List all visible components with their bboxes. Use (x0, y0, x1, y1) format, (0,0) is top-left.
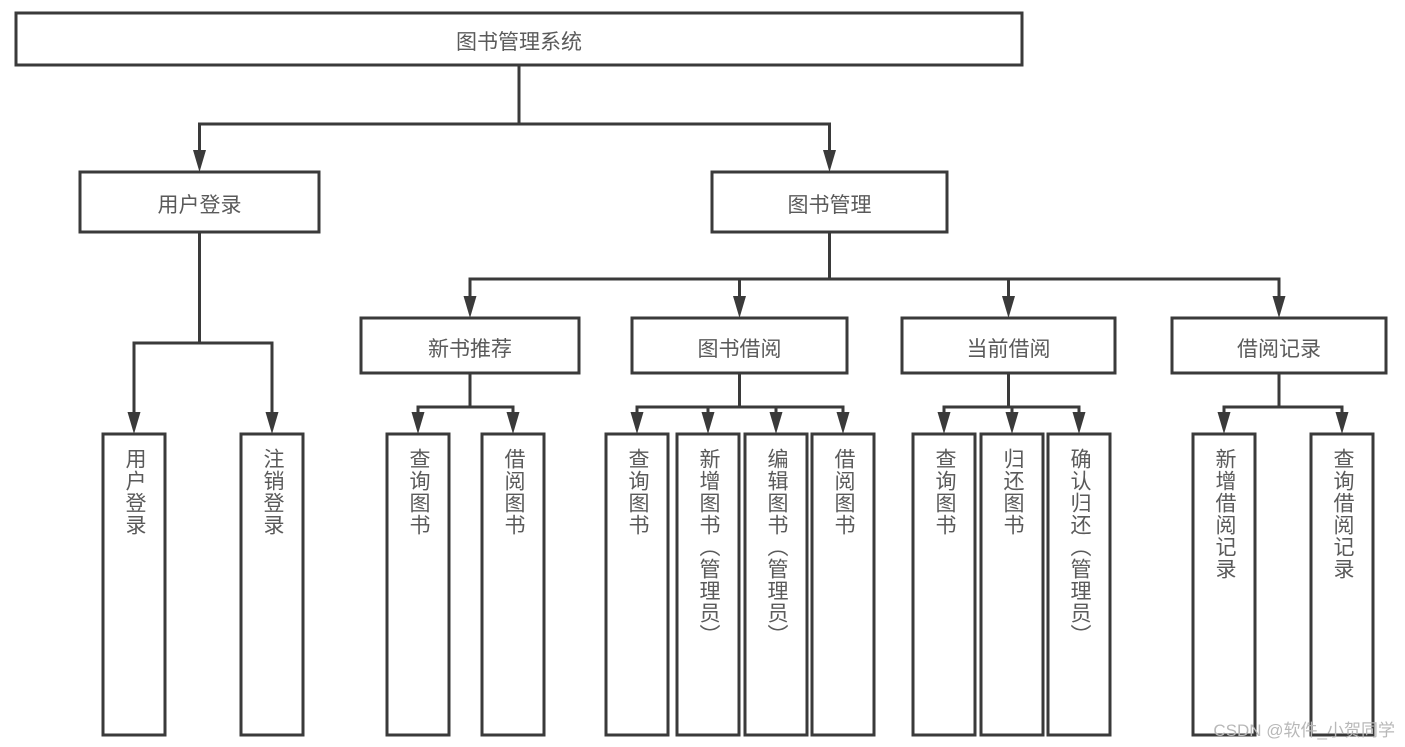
connector-arrow-icon (630, 412, 644, 434)
node-box-leaf-query-record[interactable] (1309, 432, 1375, 737)
connector-arrow-icon (506, 412, 520, 434)
node-box-book-manage[interactable] (710, 170, 949, 234)
connector-arrow-icon (1002, 296, 1015, 318)
connector-arrow-icon (463, 296, 477, 318)
node-box-leaf-borrow-book-1[interactable] (480, 432, 546, 737)
node-box-leaf-confirm-return[interactable] (1046, 432, 1112, 737)
node-box-leaf-return-book[interactable] (979, 432, 1045, 737)
node-box-leaf-add-record[interactable] (1191, 432, 1257, 737)
node-box-leaf-user-login[interactable] (101, 432, 167, 737)
connector-arrow-icon (127, 412, 141, 434)
connector-arrow-icon (1335, 412, 1349, 434)
node-box-new-book-recommend[interactable] (359, 316, 581, 375)
connector-arrow-icon (1005, 412, 1019, 434)
connector-arrow-icon (733, 296, 746, 318)
node-box-leaf-borrow-book-2[interactable] (810, 432, 876, 737)
node-box-leaf-edit-book[interactable] (743, 432, 809, 737)
node-box-layer (14, 11, 1388, 737)
node-box-leaf-query-book-2[interactable] (604, 432, 670, 737)
node-box-leaf-query-book-1[interactable] (385, 432, 451, 737)
node-box-root[interactable] (14, 11, 1024, 67)
connector-arrow-icon (1217, 412, 1231, 434)
node-box-borrow-record[interactable] (1170, 316, 1388, 375)
node-box-leaf-user-logout[interactable] (239, 432, 305, 737)
node-box-leaf-add-book[interactable] (675, 432, 741, 737)
node-box-user-login[interactable] (78, 170, 321, 234)
connector-arrow-icon (769, 412, 783, 434)
connector-arrow-icon (1272, 296, 1286, 318)
connector-arrow-icon (937, 412, 951, 434)
connector-arrow-icon (836, 412, 850, 434)
connector-arrow-icon (701, 412, 715, 434)
node-box-leaf-query-book-3[interactable] (911, 432, 977, 737)
node-box-current-borrow[interactable] (900, 316, 1117, 375)
connector-arrow-icon (411, 412, 425, 434)
connector-arrow-icon (823, 150, 836, 172)
connector-arrow-icon (265, 412, 279, 434)
node-box-book-borrow[interactable] (630, 316, 849, 375)
connector-layer (127, 63, 1349, 434)
connector-arrow-icon (1072, 412, 1086, 434)
connector-arrow-icon (193, 150, 206, 172)
